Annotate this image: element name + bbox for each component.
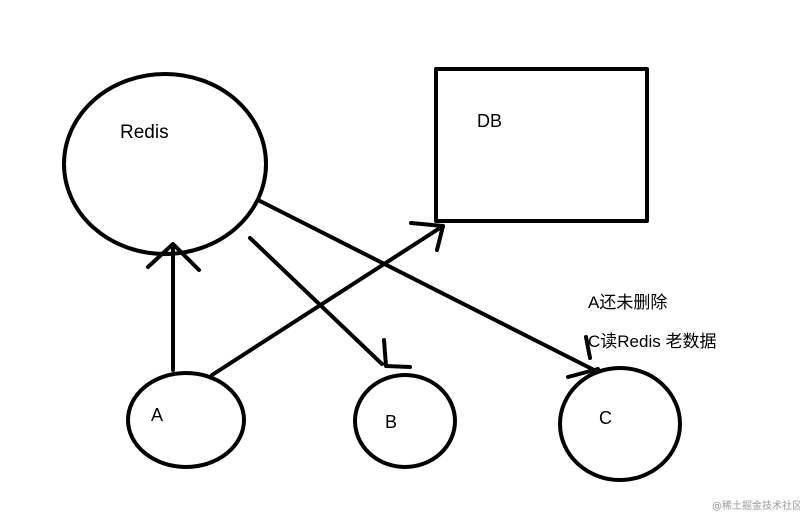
client-c-label: C	[599, 408, 612, 428]
annotation-line-2: C读Redis 老数据	[588, 332, 716, 351]
arrow-redis-to-b	[248, 236, 412, 369]
client-a-label: A	[151, 405, 163, 425]
watermark: @稀土掘金技术社区	[712, 499, 800, 512]
arrow-a-to-db	[210, 221, 445, 377]
redis-node	[62, 72, 268, 256]
arrow-redis-to-c	[258, 199, 600, 379]
redis-label: Redis	[120, 122, 169, 143]
annotation-line-1: A还未删除	[588, 293, 667, 312]
db-label: DB	[477, 111, 502, 131]
client-c-node	[558, 366, 682, 482]
client-b-label: B	[385, 412, 397, 432]
arrow-a-to-redis	[146, 242, 201, 372]
client-b-node	[353, 373, 457, 469]
db-node	[434, 67, 649, 223]
client-a-node	[126, 371, 246, 469]
